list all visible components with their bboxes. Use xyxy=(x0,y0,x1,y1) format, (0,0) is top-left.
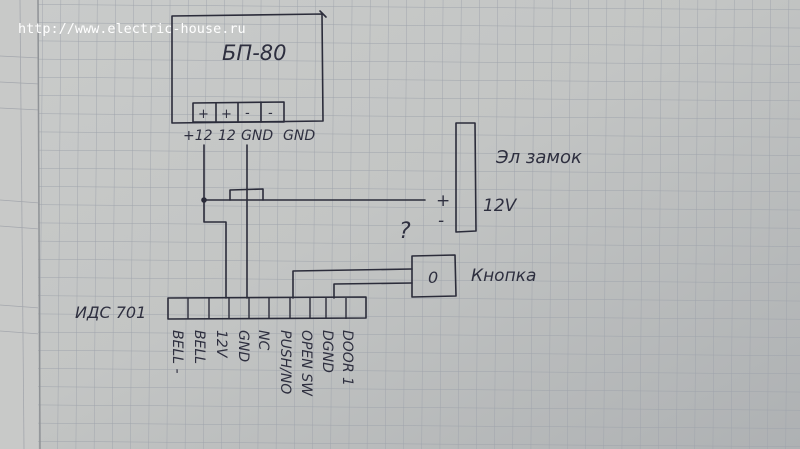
terminal-label-12: 12 xyxy=(218,128,236,144)
lock-body xyxy=(455,122,477,233)
button-symbol: 0 xyxy=(428,268,438,287)
wires xyxy=(201,144,426,299)
power-supply-box xyxy=(171,13,324,124)
controller-terminal-block xyxy=(167,296,367,320)
terminal-sign-2: + xyxy=(221,107,232,122)
exit-button: 0 Кнопка xyxy=(411,254,536,298)
wire-button-push xyxy=(292,268,413,299)
terminal-label-plus12: +12 xyxy=(183,128,213,144)
pin-label-bell: BELL xyxy=(191,330,207,364)
pin-label-12v: 12V xyxy=(213,330,229,359)
left-page-grid xyxy=(0,0,41,449)
left-page-edge xyxy=(0,0,40,449)
terminal-label-gnd-2: GND xyxy=(283,128,315,144)
lock-voltage: 12V xyxy=(483,196,518,216)
power-supply-name: БП-80 xyxy=(222,41,287,65)
pin-label-open-sw: OPEN SW xyxy=(298,330,314,397)
terminal-label-gnd-1: GND xyxy=(241,128,273,144)
terminal-sign-4: - xyxy=(268,106,273,121)
wire-gnd-crossover xyxy=(229,188,264,201)
terminal-block xyxy=(192,101,285,123)
pin-label-nc: NC xyxy=(255,330,271,350)
terminal-sign-3: - xyxy=(245,106,250,121)
controller: ИДС 701 BELL - BELL 12V GND NC PUSH/NO O… xyxy=(75,296,367,397)
pin-label-push-no: PUSH/NO xyxy=(277,330,293,394)
wire-junction xyxy=(201,197,207,203)
controller-name: ИДС 701 xyxy=(75,303,146,322)
wire-12v-controller xyxy=(203,144,227,299)
grid-lines xyxy=(38,0,800,449)
electric-lock: Эл замок + - 12V xyxy=(436,122,582,233)
watermark: http://www.electric-house.ru xyxy=(18,21,246,37)
pin-label-bell-minus: BELL - xyxy=(169,330,185,374)
power-supply: БП-80 + + - - +12 12 GND GND xyxy=(171,10,327,144)
button-box xyxy=(411,254,457,298)
wire-button-dgnd xyxy=(333,282,413,299)
button-name: Кнопка xyxy=(471,266,536,286)
lock-plus-sign: + xyxy=(436,191,450,211)
lock-name: Эл замок xyxy=(495,147,582,168)
pin-label-dgnd: DGND xyxy=(319,330,335,373)
page-fold xyxy=(37,0,41,449)
pin-label-door1: DOOR 1 xyxy=(339,330,355,386)
terminal-sign-1: + xyxy=(198,107,209,122)
lock-minus-sign: - xyxy=(438,211,444,231)
pin-label-gnd: GND xyxy=(235,330,251,362)
question-mark: ? xyxy=(399,219,411,244)
